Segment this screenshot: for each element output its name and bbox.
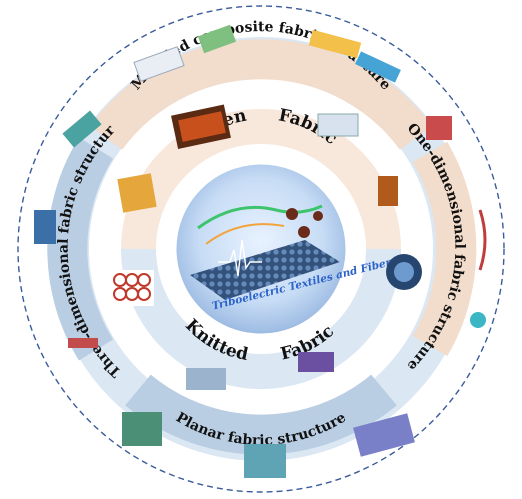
thumbnail-woven xyxy=(171,104,231,150)
fabric-sheet xyxy=(190,240,340,300)
right-band xyxy=(412,141,477,357)
thumbnail-knitted xyxy=(112,173,157,306)
thumbnail-composite-1 xyxy=(133,24,237,82)
bottom-band xyxy=(125,374,397,455)
outer-dashed-border xyxy=(17,5,505,493)
thumbnail-planar xyxy=(122,352,415,478)
particle-icon xyxy=(286,208,298,220)
thumbnail-three-dimensional xyxy=(34,110,102,348)
thumbnail-one-dimensional xyxy=(378,116,487,328)
thumbnail-composite-2 xyxy=(308,29,401,137)
left-band xyxy=(47,137,114,361)
top-band xyxy=(89,39,433,150)
outer-ring xyxy=(47,37,477,461)
signal-waveform xyxy=(218,239,262,277)
